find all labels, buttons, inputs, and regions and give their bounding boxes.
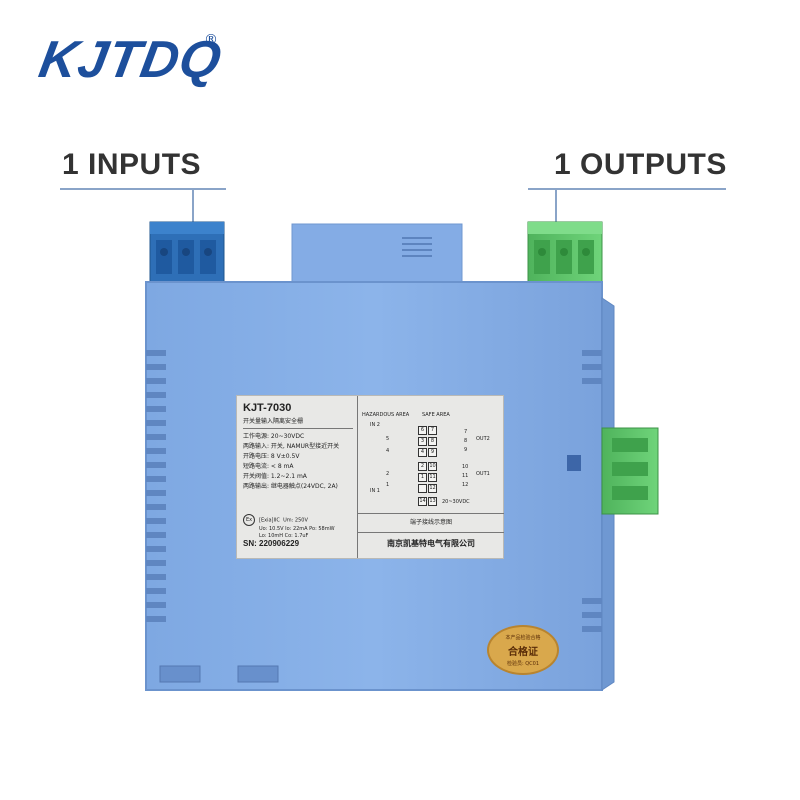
terminal-number: 12 xyxy=(428,484,437,493)
power-label: 20~30VDC xyxy=(442,499,470,505)
model-number: KJT-7030 xyxy=(243,402,292,414)
in1-label: IN 1 xyxy=(370,488,380,494)
ex-marking: [Exia]IIC xyxy=(259,517,280,524)
pin-label: 10 xyxy=(462,464,469,470)
pin-label: 1 xyxy=(386,482,390,488)
bottom-slot-left xyxy=(159,665,201,683)
pin-label: 8 xyxy=(464,438,468,444)
pin-label: 4 xyxy=(386,448,390,454)
out1-label: OUT1 xyxy=(476,471,490,477)
pin-label: 11 xyxy=(462,473,469,479)
side-clip xyxy=(567,455,581,471)
wiring-diagram: HAZARDOUS AREA SAFE AREA IN 2 IN 1 OUT2 … xyxy=(357,396,504,558)
in2-label: IN 2 xyxy=(370,422,380,428)
serial-number: SN: 220906229 xyxy=(243,539,300,548)
pin-label: 7 xyxy=(464,429,468,435)
terminal-number: 6 xyxy=(418,426,427,435)
right-vents xyxy=(582,350,602,632)
terminal-number: 10 xyxy=(428,462,437,471)
ex-block: Ex [Exia]IIC Um: 250V Uo: 10.5V Io: 22mA … xyxy=(243,514,335,540)
top-ridge xyxy=(291,223,463,283)
inputs-callout-line xyxy=(60,188,226,190)
terminal-number: 2 xyxy=(418,462,427,471)
out2-label: OUT2 xyxy=(476,436,490,442)
terminal-number: 13 xyxy=(428,497,437,506)
pin-label: 12 xyxy=(462,482,469,488)
qc-sticker: 本产品检验合格 合格证 检验员: QC01 xyxy=(487,625,559,675)
side-green-connector xyxy=(601,427,659,515)
qc-top-text: 本产品检验合格 xyxy=(505,635,541,641)
inputs-callout: 1 INPUTS xyxy=(62,148,202,181)
pin-label: 5 xyxy=(386,436,390,442)
outputs-callout: 1 OUTPUTS xyxy=(554,148,727,181)
pin-label: 9 xyxy=(464,447,468,453)
hazardous-area-label: HAZARDOUS AREA xyxy=(362,412,410,418)
terminal-number: 14 xyxy=(418,497,427,506)
terminal-number: 9 xyxy=(428,448,437,457)
left-vents xyxy=(146,350,166,622)
terminal-number xyxy=(418,484,427,493)
terminal-number: 11 xyxy=(428,473,437,482)
spec-line: 工作电源: 20~30VDC xyxy=(243,433,305,440)
product-name: 开关量输入隔离安全栅 xyxy=(243,416,353,429)
diagram-title: 端子接线示意图 xyxy=(358,513,504,526)
ex-icon: Ex xyxy=(243,514,255,526)
ex-um: Um: 250V xyxy=(283,517,308,524)
label-spec-panel: KJT-7030 开关量输入隔离安全栅 工作电源: 20~30VDC 两路输入:… xyxy=(243,402,353,492)
spec-line: 两路输出: 继电器触点(24VDC, 2A) xyxy=(243,483,338,490)
product-label: KJT-7030 开关量输入隔离安全栅 工作电源: 20~30VDC 两路输入:… xyxy=(236,395,504,559)
spec-line: 短路电流: < 8 mA xyxy=(243,463,294,470)
brand-logo: KJTDQ ® xyxy=(35,30,226,89)
qc-main-text: 合格证 xyxy=(508,647,538,658)
terminal-number: 3 xyxy=(418,437,427,446)
terminal-number: 1 xyxy=(418,473,427,482)
outputs-callout-line xyxy=(528,188,726,190)
input-terminal-block xyxy=(149,221,225,285)
top-vent xyxy=(402,237,432,257)
terminal-number: 7 xyxy=(428,426,437,435)
output-terminal-block xyxy=(527,221,603,285)
pin-label: 2 xyxy=(386,471,390,477)
terminal-number: 8 xyxy=(428,437,437,446)
terminal-number: 4 xyxy=(418,448,427,457)
safe-area-label: SAFE AREA xyxy=(422,412,450,418)
bottom-slot-mid xyxy=(237,665,279,683)
qc-bottom-text: 检验员: QC01 xyxy=(506,661,540,667)
ex-params-1: Uo: 10.5V Io: 22mA Po: 58mW xyxy=(259,526,335,532)
spec-list: 工作电源: 20~30VDC 两路输入: 开关, NAMUR型接近开关 开路电压… xyxy=(243,432,353,492)
spec-line: 两路输入: 开关, NAMUR型接近开关 xyxy=(243,443,340,450)
ex-params-2: Lo: 10mH Co: 1.7uF xyxy=(259,533,309,539)
spec-line: 开路电压: 8 V±0.5V xyxy=(243,453,300,460)
registered-mark: ® xyxy=(204,32,218,48)
company-name: 南京凯基特电气有限公司 xyxy=(358,532,504,558)
spec-line: 开关阀值: 1.2~2.1 mA xyxy=(243,473,307,480)
